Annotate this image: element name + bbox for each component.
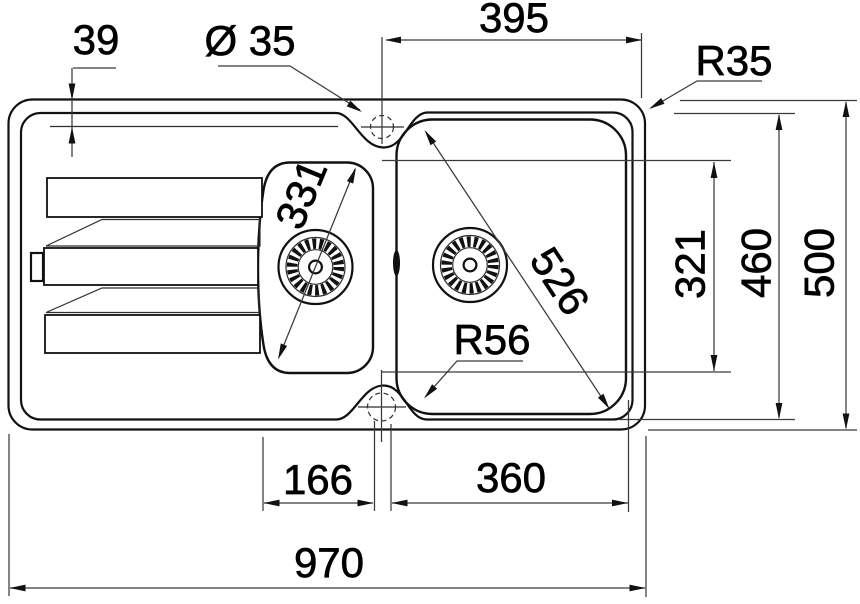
dim-label-39: 39 (73, 16, 120, 63)
main-bowl-drain (431, 226, 509, 304)
dim-label-r35: R35 (695, 37, 772, 84)
dim-label-360: 360 (476, 454, 546, 501)
dim-label-395: 395 (479, 0, 549, 41)
strainer-serration (441, 236, 499, 294)
overflow-mark (393, 250, 400, 276)
drainer-groove (46, 177, 263, 218)
drainer-rib (45, 218, 261, 247)
dim-label-970: 970 (294, 539, 364, 586)
strainer-serration (286, 238, 345, 296)
small-bowl (256, 161, 375, 375)
sink-outline (7, 98, 647, 431)
dim-bowl-radius-r56: R56 (424, 316, 531, 399)
dim-395: 395 (385, 0, 643, 98)
drainer-grooves (43, 177, 263, 354)
dim-460: 460 (619, 112, 795, 421)
dim-label-166: 166 (283, 456, 353, 503)
dim-label-526: 526 (521, 239, 599, 323)
dim-321: 321 (382, 159, 731, 373)
drainer-groove (44, 314, 261, 354)
dim-label-500: 500 (796, 228, 843, 298)
sink-outer-edge (7, 98, 647, 431)
main-bowl (395, 118, 628, 416)
drainer-rib (45, 287, 260, 314)
dim-970: 970 (8, 434, 647, 597)
dim-rim-top-offset: 39 (68, 16, 120, 157)
tap-hole (361, 37, 404, 144)
dim-label-460: 460 (733, 228, 780, 298)
small-bowl-drain (277, 228, 354, 306)
dim-500: 500 (648, 99, 857, 431)
drainer-groove (43, 247, 259, 286)
dim-label-321: 321 (667, 229, 714, 299)
dim-label-r56: R56 (453, 316, 530, 363)
dim-label-tap-hole: Ø 35 (204, 17, 295, 64)
dim-corner-radius-r35: R35 (649, 37, 773, 109)
dim-tap-hole-diameter: Ø 35 (204, 17, 362, 112)
overflow-slot (29, 251, 45, 283)
dim-166: 166 (262, 421, 376, 511)
accessory-hole (358, 370, 406, 442)
dim-360: 360 (390, 400, 630, 512)
